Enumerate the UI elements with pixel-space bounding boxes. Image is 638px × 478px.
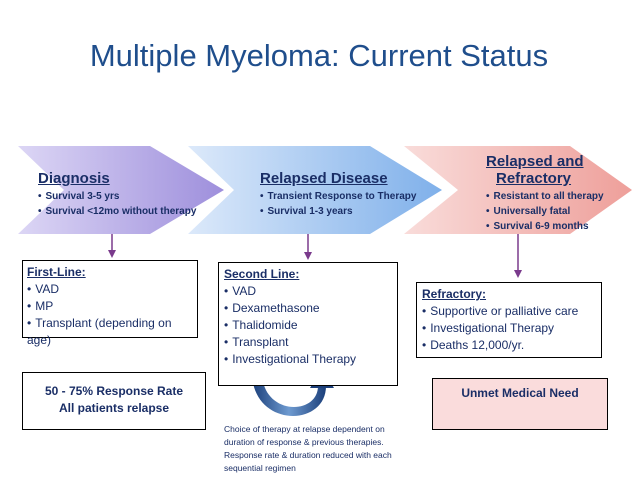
outcome-box-unmet-need: Unmet Medical Need [432, 378, 608, 430]
outcome-line: Unmet Medical Need [461, 386, 579, 400]
therapy-note: Choice of therapy at relapse dependent o… [224, 424, 392, 473]
stage-bullet: Survival 6-9 months [486, 219, 604, 234]
treatment-item: MP [27, 298, 193, 315]
stage-heading: Relapsed Disease [260, 170, 388, 187]
connector-diagnosis [108, 234, 116, 258]
treatment-item: VAD [27, 281, 193, 298]
outcome-box-response: 50 - 75% Response Rate All patients rela… [22, 372, 206, 430]
stage-bullet: Universally fatal [486, 204, 604, 219]
stage-diagnosis: Diagnosis Survival 3-5 yrs Survival <12m… [38, 170, 196, 219]
outcome-line: All patients relapse [58, 401, 170, 415]
treatment-item: Deaths 12,000/yr. [422, 337, 596, 354]
treatment-box-first-line: First-Line: VAD MP Transplant (depending… [22, 260, 198, 347]
treatment-heading: Second Line: [224, 267, 300, 281]
treatment-item: Investigational Therapy [422, 320, 596, 337]
stage-relapsed: Relapsed Disease Transient Response to T… [260, 170, 416, 219]
treatment-item: Transplant (depending on age) [27, 315, 193, 349]
stage-heading-line: Relapsed and [486, 153, 584, 170]
page-title: Multiple Myeloma: Current Status [89, 38, 549, 73]
treatment-item: Dexamethasone [224, 300, 392, 317]
treatment-heading: First-Line: [27, 265, 86, 279]
treatment-heading: Refractory: [422, 287, 487, 301]
treatment-box-refractory: Refractory: Supportive or palliative car… [416, 282, 602, 358]
stage-bullet: Survival 3-5 yrs [38, 189, 196, 204]
stage-refractory: Relapsed and Refractory Resistant to all… [486, 153, 604, 234]
stage-bullet: Survival 1-3 years [260, 204, 416, 219]
stage-heading: Diagnosis [38, 170, 110, 187]
treatment-item: VAD [224, 283, 392, 300]
stage-heading-line: Refractory [496, 170, 572, 187]
outcome-line: 50 - 75% Response Rate [44, 384, 184, 398]
connector-relapsed [304, 234, 312, 260]
stage-bullet: Resistant to all therapy [486, 189, 604, 204]
stage-bullet: Survival <12mo without therapy [38, 204, 197, 219]
connector-refractory [514, 234, 522, 278]
treatment-item: Supportive or palliative care [422, 303, 596, 320]
treatment-item: Investigational Therapy [224, 351, 392, 368]
stage-bullet: Transient Response to Therapy [260, 189, 417, 204]
treatment-item: Thalidomide [224, 317, 392, 334]
treatment-box-second-line: Second Line: VAD Dexamethasone Thalidomi… [218, 262, 398, 386]
treatment-item: Transplant [224, 334, 392, 351]
